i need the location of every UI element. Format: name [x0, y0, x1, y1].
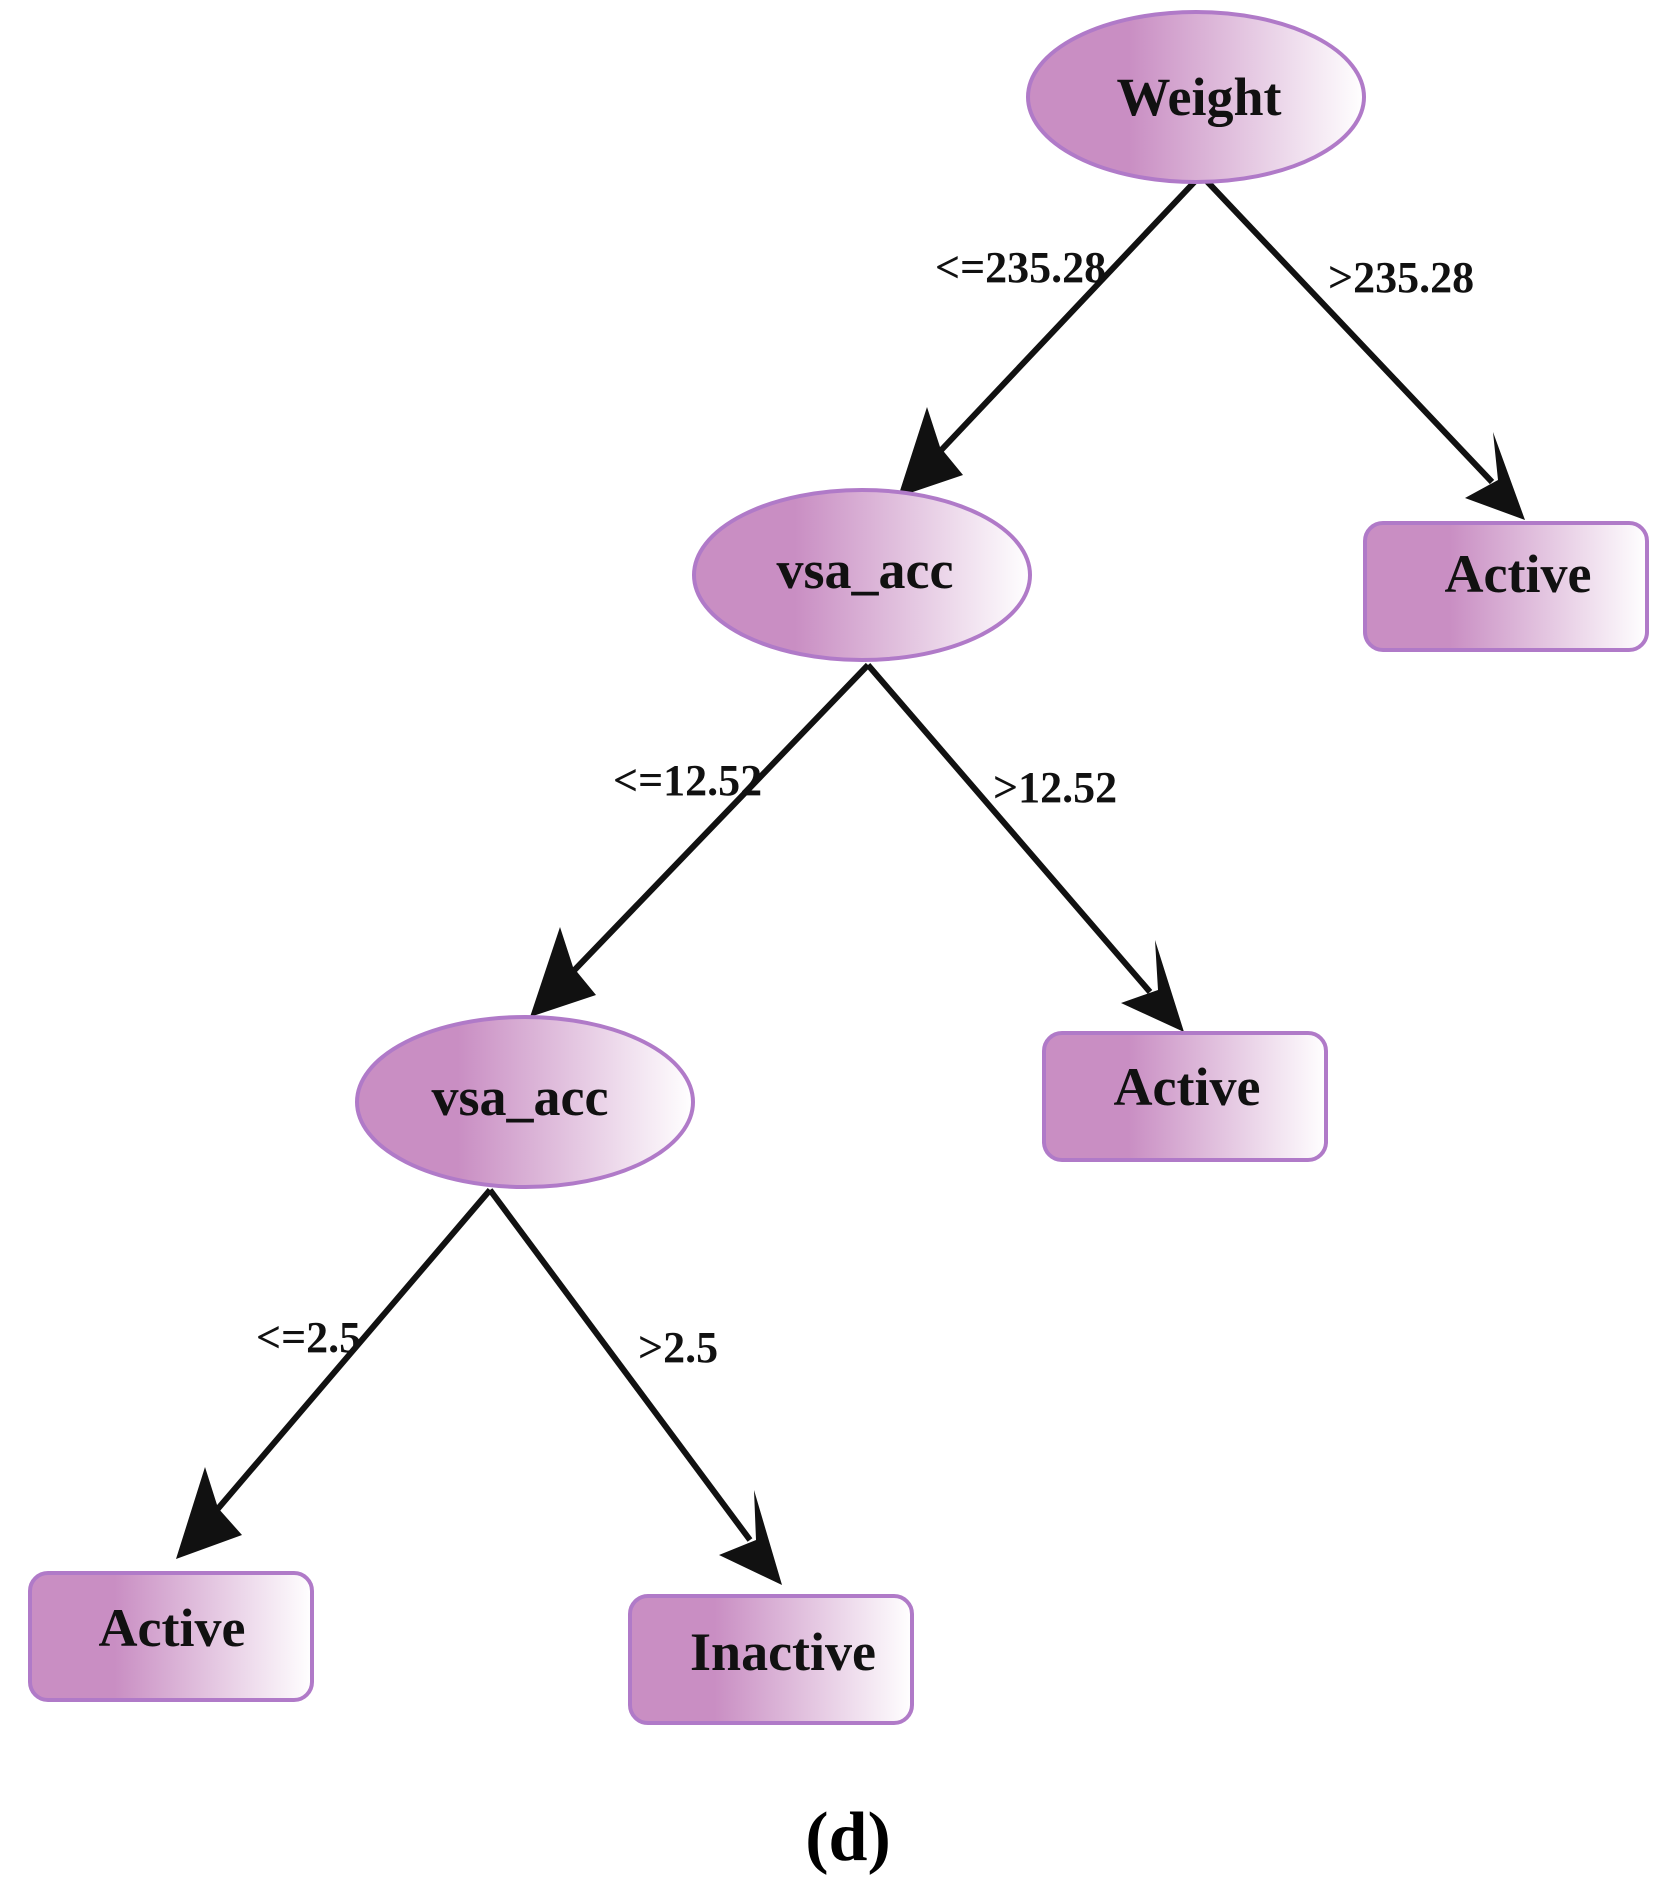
- leaf-label-active-mid: Active: [1114, 1057, 1261, 1117]
- edge-root-left: [898, 172, 1204, 497]
- node-label-weight: Weight: [1116, 67, 1281, 127]
- leaf-node-active-left: Active: [28, 1571, 314, 1702]
- edge-label-split2-right: >12.52: [993, 763, 1117, 812]
- figure-caption: (d): [805, 1799, 891, 1876]
- leaf-label-active-top: Active: [1445, 544, 1592, 604]
- edge-label-split3-right: >2.5: [638, 1323, 718, 1372]
- decision-node-weight: Weight: [1026, 10, 1366, 184]
- node-label-vsa-acc-2: vsa_acc: [432, 1067, 609, 1127]
- decision-node-vsa-acc-1: vsa_acc: [692, 488, 1032, 662]
- edge-root-right: [1198, 172, 1525, 520]
- leaf-label-active-left: Active: [99, 1598, 246, 1658]
- edge-split3-right: [487, 1188, 782, 1585]
- decision-node-vsa-acc-2: vsa_acc: [355, 1015, 695, 1189]
- edge-label-root-right: >235.28: [1328, 253, 1474, 302]
- edge-split2-right: [865, 663, 1184, 1032]
- node-label-vsa-acc-1: vsa_acc: [777, 540, 954, 600]
- leaf-label-inactive: Inactive: [690, 1622, 876, 1682]
- edge-label-split2-left: <=12.52: [613, 756, 762, 805]
- leaf-node-active-mid: Active: [1042, 1031, 1328, 1162]
- edge-label-split3-left: <=2.5: [256, 1313, 361, 1362]
- leaf-node-active-top: Active: [1363, 521, 1649, 652]
- edge-split3-left: [176, 1188, 493, 1559]
- leaf-node-inactive: Inactive: [628, 1594, 914, 1725]
- edge-split2-left: [530, 662, 871, 1017]
- edge-label-root-left: <=235.28: [935, 243, 1106, 292]
